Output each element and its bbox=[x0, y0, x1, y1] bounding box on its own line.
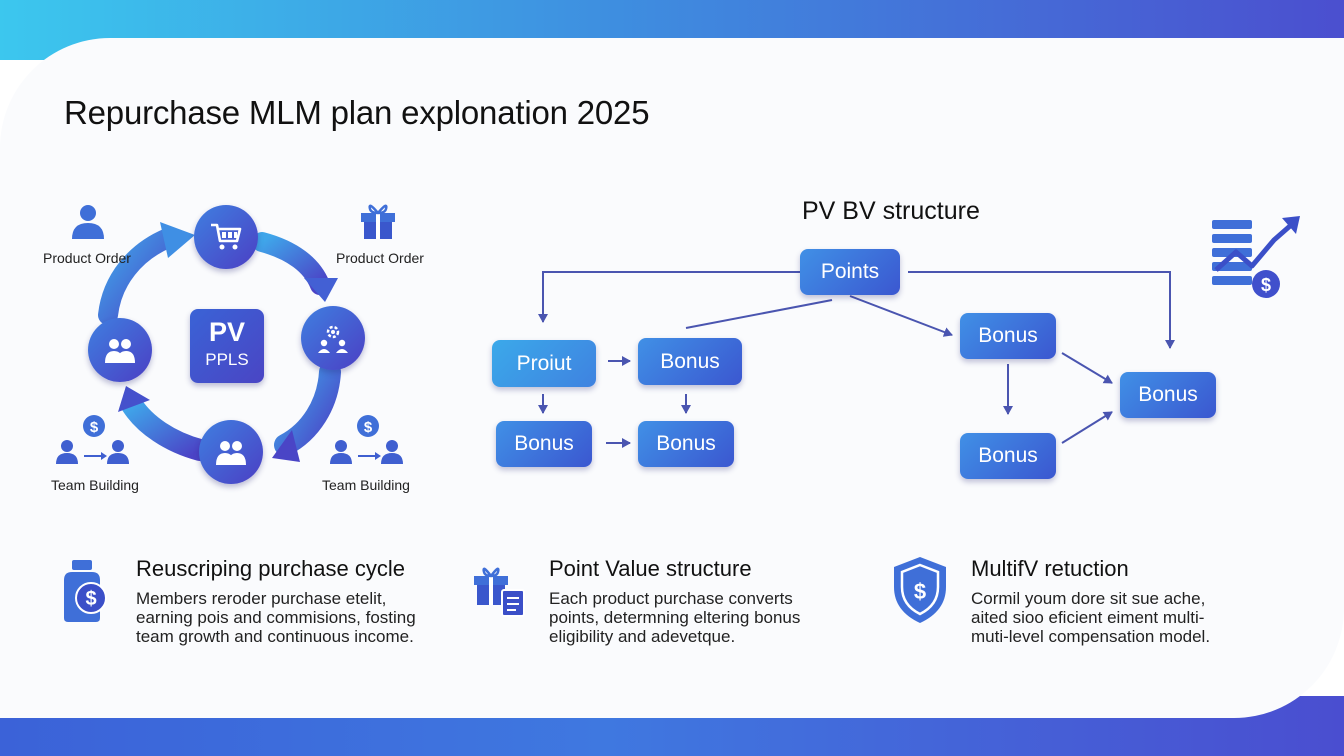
team-money-icon: $ bbox=[330, 415, 403, 464]
node-points: Points bbox=[800, 249, 900, 295]
feature-body-line: points, determning eltering bonus bbox=[549, 608, 801, 627]
shopping-cart-icon bbox=[211, 223, 242, 250]
people-icon bbox=[105, 339, 135, 363]
feature-title-point-value: Point Value structure bbox=[549, 556, 752, 581]
people-icon bbox=[216, 441, 246, 465]
cycle-arrowhead-upper-right bbox=[304, 278, 338, 302]
connector-points-to-proiut bbox=[538, 271, 800, 323]
cycle-arrow-upper-left bbox=[98, 228, 178, 325]
feature-body-line: aited sioo eficient eiment multi- bbox=[971, 608, 1205, 627]
label-product-order-right: Product Order bbox=[336, 250, 424, 266]
cart-circle bbox=[194, 205, 258, 269]
feature-body-line: Members reroder purchase etelit, bbox=[136, 589, 387, 608]
feature-body-purchase-cycle: Members reroder purchase etelit, earning… bbox=[136, 589, 416, 646]
growth-chart-icon: $ bbox=[1212, 216, 1300, 298]
node-bonus: Bonus bbox=[960, 313, 1056, 359]
structure-title: PV BV structure bbox=[802, 197, 980, 225]
cycle-arrowhead-upper-left bbox=[160, 222, 195, 258]
connector-bonus-to-points bbox=[685, 299, 833, 329]
node-bonus: Bonus bbox=[496, 421, 592, 467]
feature-title-purchase-cycle: Reuscriping purchase cycle bbox=[136, 556, 406, 581]
feature-body-line: earning pois and commisions, fosting bbox=[136, 608, 416, 627]
feature-body-line: Each product purchase converts bbox=[549, 589, 793, 608]
feature-body-multi-reduction: Cormil youm dore sit sue ache, aited sio… bbox=[971, 589, 1210, 646]
label-team-building-left: Team Building bbox=[51, 477, 139, 493]
node-bonus: Bonus bbox=[960, 433, 1056, 479]
feature-body-line: team growth and continuous income. bbox=[136, 627, 414, 646]
pv-center-line2: PPLS bbox=[205, 350, 249, 369]
gear-people-icon bbox=[318, 325, 348, 353]
gift-document-icon bbox=[474, 567, 525, 617]
pv-center-line1: PV bbox=[208, 317, 246, 347]
label-product-order-left: Product Order bbox=[43, 250, 131, 266]
label-team-building-right: Team Building bbox=[322, 477, 410, 493]
svg-text:$: $ bbox=[1261, 275, 1271, 295]
connector-points-to-bonus-upper bbox=[849, 295, 953, 337]
feature-body-point-value: Each product purchase converts points, d… bbox=[549, 589, 800, 646]
gift-icon bbox=[361, 204, 395, 239]
money-bottle-icon: $ bbox=[64, 560, 107, 622]
cycle-arrowhead-lower-right bbox=[272, 430, 300, 462]
connector-bonus-lower-to-right bbox=[1061, 411, 1113, 444]
svg-text:$: $ bbox=[364, 419, 373, 436]
node-bonus: Bonus bbox=[1120, 372, 1216, 418]
svg-text:$: $ bbox=[914, 579, 926, 604]
user-icon bbox=[72, 205, 104, 239]
cycle-arrowhead-lower-left bbox=[118, 386, 150, 412]
cycle-arrows bbox=[98, 222, 341, 462]
connector-bonus-upper-to-right bbox=[1061, 352, 1113, 384]
pv-center-box: PV PPLS bbox=[190, 309, 264, 383]
svg-text:$: $ bbox=[90, 419, 99, 436]
feature-body-line: eligibility and adevetque. bbox=[549, 627, 736, 646]
node-bonus: Bonus bbox=[638, 338, 742, 385]
shield-dollar-icon: $ bbox=[894, 557, 946, 623]
svg-text:$: $ bbox=[85, 588, 96, 610]
node-bonus: Bonus bbox=[638, 421, 734, 467]
team-circle bbox=[199, 420, 263, 484]
feature-body-line: muti-level compensation model. bbox=[971, 627, 1211, 646]
node-proiut: Proiut bbox=[492, 340, 596, 387]
feature-body-line: Cormil youm dore sit sue ache, bbox=[971, 589, 1206, 608]
connector-points-to-bonus-right bbox=[908, 271, 1175, 349]
team-settings-circle bbox=[301, 306, 365, 370]
feature-title-multi-reduction: MultifV retuction bbox=[971, 556, 1129, 581]
team-money-icon: $ bbox=[56, 415, 129, 464]
members-circle bbox=[88, 318, 152, 382]
page-title: Repurchase MLM plan explonation 2025 bbox=[64, 94, 650, 131]
cycle-arrow-lower-left bbox=[121, 394, 211, 461]
